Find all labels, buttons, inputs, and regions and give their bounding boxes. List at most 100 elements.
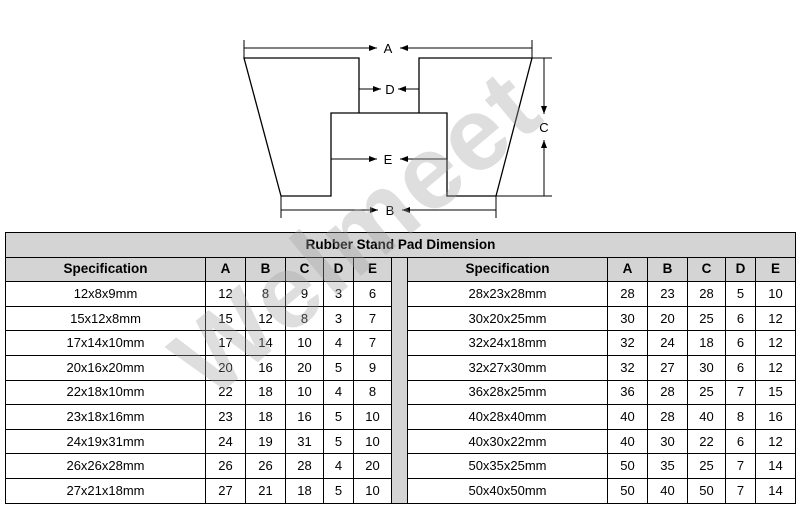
right-specification-cell: 32x24x18mm	[407, 330, 608, 356]
left-e-cell: 10	[353, 428, 392, 455]
right-b-cell: 28	[647, 404, 688, 430]
right-d-cell: 7	[725, 453, 756, 479]
left-e-cell: 10	[353, 404, 392, 430]
left-d-cell: 5	[323, 477, 354, 504]
left-b-cell: 18	[245, 379, 286, 406]
left-e-cell: 6	[353, 281, 392, 307]
left-c-cell: 20	[285, 354, 324, 381]
table-header-row: Specification A B C D E Specification A …	[5, 256, 797, 504]
dimension-d-label: D	[385, 82, 394, 97]
right-c-cell: 40	[687, 404, 726, 430]
right-d-cell: 7	[725, 379, 756, 406]
right-specification-cell: 36x28x25mm	[407, 379, 608, 406]
dimension-e: E	[331, 152, 447, 167]
left-specification-cell: 27x21x18mm	[5, 477, 206, 504]
right-e-cell: 12	[754, 330, 797, 356]
left-a-cell: 22	[205, 379, 246, 406]
left-specification-cell: 26x26x28mm	[5, 453, 206, 479]
left-d-cell: 5	[323, 404, 354, 430]
right-a-cell: 32	[607, 330, 648, 356]
left-d-cell: 3	[323, 305, 354, 332]
column-separator	[391, 256, 408, 504]
left-a-cell: 24	[205, 428, 246, 455]
left-specification-cell: 20x16x20mm	[5, 354, 206, 381]
dimension-a: A	[244, 41, 532, 56]
header-c-right: C	[687, 256, 726, 283]
dimension-c: C	[539, 58, 549, 196]
left-b-cell: 8	[245, 281, 286, 307]
right-specification-cell: 50x35x25mm	[407, 453, 608, 479]
right-b-cell: 20	[647, 305, 688, 332]
left-c-cell: 18	[285, 477, 324, 504]
left-d-cell: 5	[323, 428, 354, 455]
header-d-right: D	[725, 256, 756, 283]
left-c-cell: 8	[285, 305, 324, 332]
header-a-left: A	[205, 256, 246, 283]
header-c-left: C	[285, 256, 324, 283]
right-b-cell: 24	[647, 330, 688, 356]
left-a-cell: 27	[205, 477, 246, 504]
header-e-left: E	[353, 256, 392, 283]
right-e-cell: 15	[754, 379, 797, 406]
left-e-cell: 20	[353, 453, 392, 479]
right-d-cell: 6	[725, 354, 756, 381]
right-a-cell: 50	[607, 477, 648, 504]
right-c-cell: 18	[687, 330, 726, 356]
right-e-cell: 12	[754, 428, 797, 455]
right-c-cell: 25	[687, 305, 726, 332]
right-a-cell: 40	[607, 404, 648, 430]
right-a-cell: 50	[607, 453, 648, 479]
right-c-cell: 28	[687, 281, 726, 307]
left-specification-cell: 24x19x31mm	[5, 428, 206, 455]
right-specification-cell: 28x23x28mm	[407, 281, 608, 307]
right-e-cell: 12	[754, 305, 797, 332]
left-c-cell: 9	[285, 281, 324, 307]
right-e-cell: 14	[754, 477, 797, 504]
right-e-cell: 12	[754, 354, 797, 381]
right-c-cell: 22	[687, 428, 726, 455]
left-specification-cell: 17x14x10mm	[5, 330, 206, 356]
right-a-cell: 36	[607, 379, 648, 406]
table-title: Rubber Stand Pad Dimension	[4, 232, 797, 258]
right-e-cell: 16	[754, 404, 797, 430]
right-c-cell: 30	[687, 354, 726, 381]
dimension-d: D	[359, 82, 419, 97]
left-b-cell: 16	[245, 354, 286, 381]
header-d-left: D	[323, 256, 354, 283]
left-a-cell: 23	[205, 404, 246, 430]
left-b-cell: 19	[245, 428, 286, 455]
table-title-row: Rubber Stand Pad Dimension	[4, 232, 797, 258]
right-b-cell: 23	[647, 281, 688, 307]
right-specification-cell: 40x30x22mm	[407, 428, 608, 455]
left-a-cell: 15	[205, 305, 246, 332]
right-a-cell: 28	[607, 281, 648, 307]
left-d-cell: 5	[323, 354, 354, 381]
left-c-cell: 31	[285, 428, 324, 455]
left-e-cell: 10	[353, 477, 392, 504]
left-e-cell: 7	[353, 305, 392, 332]
right-e-cell: 10	[754, 281, 797, 307]
header-e-right: E	[754, 256, 797, 283]
right-a-cell: 32	[607, 354, 648, 381]
right-specification-cell: 50x40x50mm	[407, 477, 608, 504]
right-e-cell: 14	[754, 453, 797, 479]
right-b-cell: 35	[647, 453, 688, 479]
right-d-cell: 6	[725, 305, 756, 332]
right-c-cell: 25	[687, 379, 726, 406]
right-b-cell: 27	[647, 354, 688, 381]
dimension-b-label: B	[386, 203, 395, 218]
left-c-cell: 10	[285, 379, 324, 406]
right-specification-cell: 40x28x40mm	[407, 404, 608, 430]
dimension-a-label: A	[384, 41, 393, 56]
extension-lines	[243, 40, 552, 218]
left-b-cell: 12	[245, 305, 286, 332]
left-specification-cell: 23x18x16mm	[5, 404, 206, 430]
left-b-cell: 18	[245, 404, 286, 430]
left-e-cell: 7	[353, 330, 392, 356]
left-d-cell: 4	[323, 379, 354, 406]
right-a-cell: 30	[607, 305, 648, 332]
left-specification-cell: 15x12x8mm	[5, 305, 206, 332]
